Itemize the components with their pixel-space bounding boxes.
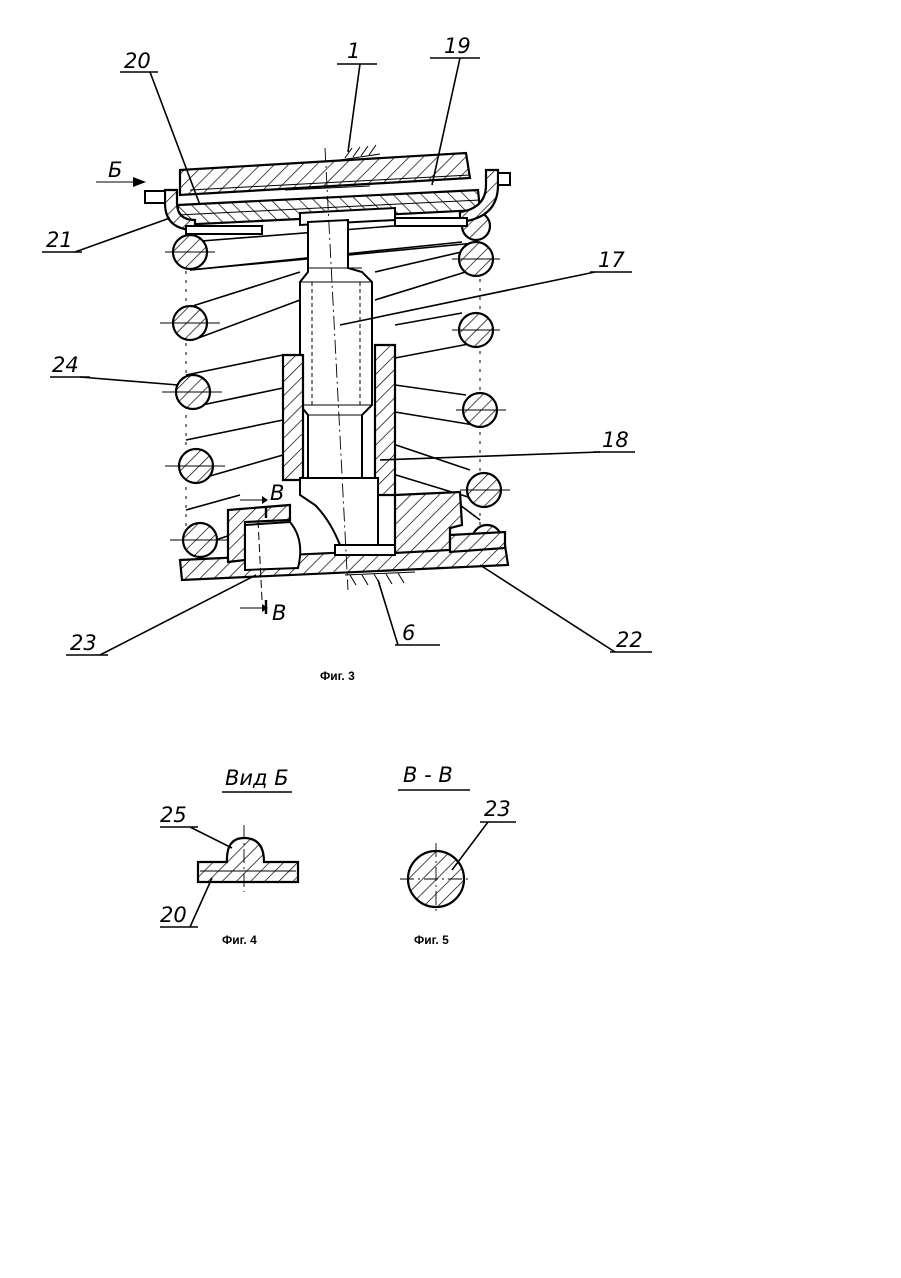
fig5-label-23: 23 [484, 797, 511, 821]
fig5-title: В - В [403, 763, 453, 787]
figure-3: 20 1 19 Б 21 17 24 18 В В 23 6 22 Фиг. 3 [42, 34, 652, 683]
label-section-v-top: В [270, 481, 284, 505]
label-20: 20 [124, 49, 151, 73]
fig4-label-25: 25 [160, 803, 187, 827]
label-18: 18 [602, 428, 629, 452]
top-plate [180, 153, 470, 195]
label-section-v-bottom: В [272, 601, 286, 625]
figure-4: Вид Б 25 20 Фиг. 4 [160, 766, 298, 947]
fig4-label-20: 20 [160, 903, 187, 927]
label-1: 1 [347, 39, 360, 63]
label-23: 23 [70, 631, 97, 655]
caption-fig-5: Фиг. 5 [414, 933, 449, 947]
label-17: 17 [598, 248, 625, 272]
figure-5: В - В 23 Фиг. 5 [398, 763, 516, 947]
stem-rod [300, 220, 372, 478]
caption-fig-3: Фиг. 3 [320, 669, 355, 683]
caption-fig-4: Фиг. 4 [222, 933, 257, 947]
label-6: 6 [402, 621, 415, 645]
label-21: 21 [46, 228, 73, 252]
label-19: 19 [444, 34, 471, 58]
fig4-title: Вид Б [225, 766, 289, 790]
bottom-fixed-support [345, 572, 415, 585]
label-22: 22 [616, 628, 643, 652]
label-view-b: Б [108, 158, 122, 182]
label-24: 24 [52, 353, 79, 377]
